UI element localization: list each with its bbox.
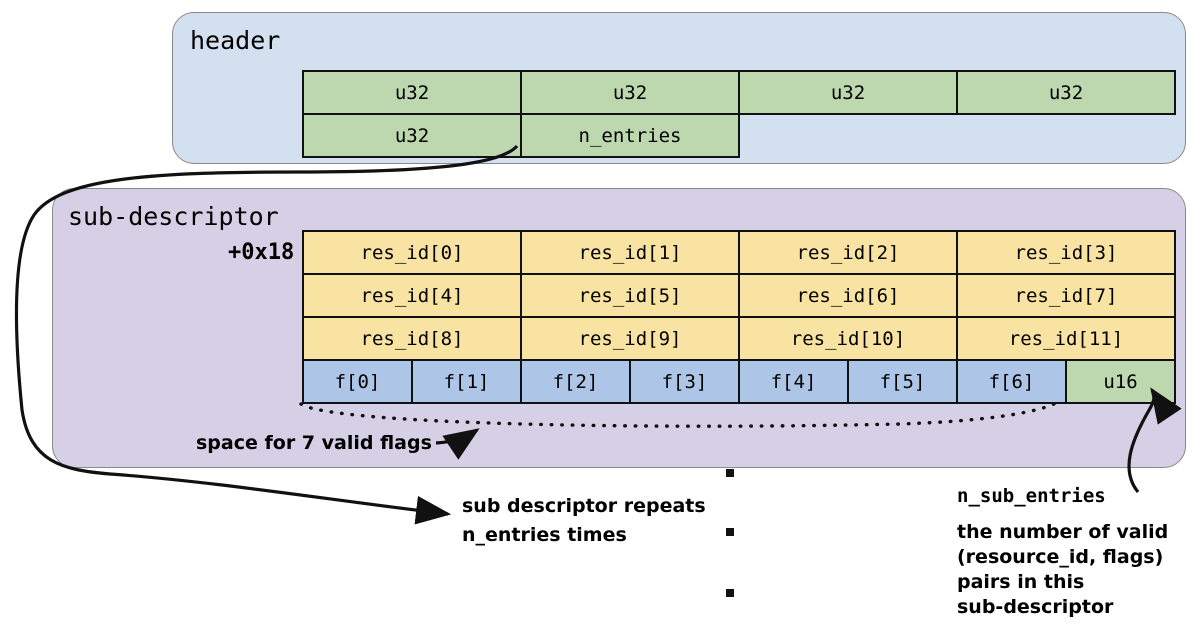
flags-note-label: space for 7 valid flags [196,432,432,454]
table-row: res_id[8] res_id[9] res_id[10] res_id[11… [302,316,1176,361]
flag-cell-4: f[4] [738,359,849,404]
n-sub-entries-label: n_sub_entries [957,485,1106,507]
header-cell-n-entries: n_entries [520,113,740,158]
n-sub-entries-desc-line4: sub-descriptor [957,596,1114,618]
vertical-ellipsis-dot [726,528,734,536]
header-title: header [190,26,281,55]
n-sub-entries-desc-line1: the number of valid [957,521,1169,543]
res-id-cell-5: res_id[5] [520,273,740,318]
table-row: res_id[0] res_id[1] res_id[2] res_id[3] [302,230,1176,275]
header-field-table: u32 u32 u32 u32 u32 n_entries [302,70,1176,158]
header-cell-r0c1: u32 [520,70,740,115]
flag-cell-5: f[5] [847,359,958,404]
header-cell-r0c3: u32 [956,70,1176,115]
table-row: u32 n_entries [302,113,1175,158]
n-sub-entries-desc-line2: (resource_id, flags) [957,546,1164,568]
sub-descriptor-field-table: res_id[0] res_id[1] res_id[2] res_id[3] … [302,230,1176,404]
res-id-cell-4: res_id[4] [302,273,522,318]
res-id-cell-2: res_id[2] [738,230,958,275]
res-id-cell-3: res_id[3] [956,230,1176,275]
n-sub-entries-desc-line3: pairs in this [957,571,1085,593]
res-id-cell-6: res_id[6] [738,273,958,318]
header-cell-r0c0: u32 [302,70,522,115]
res-id-cell-11: res_id[11] [956,316,1176,361]
flag-cell-2: f[2] [520,359,631,404]
flag-cell-6: f[6] [956,359,1067,404]
res-id-cell-0: res_id[0] [302,230,522,275]
res-id-cell-10: res_id[10] [738,316,958,361]
header-cell-r1c0: u32 [302,113,522,158]
offset-label: +0x18 [228,240,295,265]
res-id-cell-7: res_id[7] [956,273,1176,318]
header-cell-r0c2: u32 [738,70,958,115]
repeat-note-line1: sub descriptor repeats [462,495,706,517]
res-id-cell-1: res_id[1] [520,230,740,275]
table-row: f[0] f[1] f[2] f[3] f[4] f[5] f[6] u16 [302,359,1176,404]
header-cell-r1c3 [957,114,1175,157]
flag-cell-3: f[3] [629,359,740,404]
vertical-ellipsis-dot [726,469,734,477]
vertical-ellipsis-dot [726,589,734,597]
repeat-note-line2: n_entries times [462,524,627,546]
sub-descriptor-title: sub-descriptor [68,202,279,231]
res-id-cell-8: res_id[8] [302,316,522,361]
flag-cell-1: f[1] [411,359,522,404]
n-sub-entries-cell: u16 [1065,359,1176,404]
header-cell-r1c2 [739,114,957,157]
table-row: u32 u32 u32 u32 [302,70,1176,115]
res-id-cell-9: res_id[9] [520,316,740,361]
flag-cell-0: f[0] [302,359,413,404]
table-row: res_id[4] res_id[5] res_id[6] res_id[7] [302,273,1176,318]
